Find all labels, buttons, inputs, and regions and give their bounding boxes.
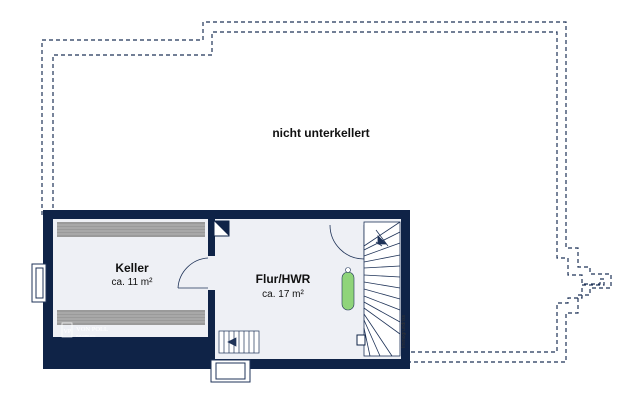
entry-landing: [210, 359, 251, 383]
room-area-flur: ca. 17 m²: [262, 289, 304, 300]
appliance: [341, 267, 355, 311]
door-swing: [177, 257, 209, 289]
entry-stairs: [218, 330, 260, 354]
brand-logo: VP VON POLL IMMOBILIEN: [61, 322, 108, 338]
logo-sub: IMMOBILIEN: [76, 334, 96, 338]
logo-brand: VON POLL: [76, 326, 108, 333]
unexcavated-label: nicht unterkellert: [272, 126, 369, 140]
keller-window-well: [31, 263, 47, 303]
wall-column: [356, 334, 366, 346]
keller-radiators: [57, 222, 205, 325]
staircase: [363, 221, 401, 357]
unexcavated-outline: [41, 21, 612, 363]
room-name-keller: Keller: [115, 261, 149, 275]
room-name-flur: Flur/HWR: [256, 272, 311, 286]
logo-mark: VP: [64, 329, 72, 335]
side-label: Immogrundriss: [401, 314, 407, 348]
room-area-keller: ca. 11 m²: [112, 277, 154, 288]
shaft: [213, 220, 230, 237]
